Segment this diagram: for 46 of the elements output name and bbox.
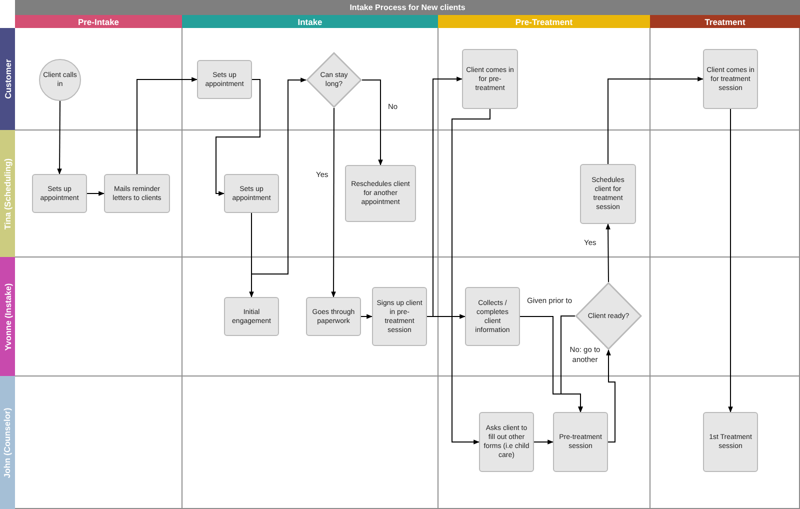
- start-circle: [39, 59, 81, 101]
- process-box: [197, 60, 252, 99]
- arrow: [362, 80, 383, 166]
- lane-title: Customer: [2, 59, 12, 99]
- process-box: [104, 174, 170, 213]
- arrow: [452, 108, 490, 444]
- arrow: [86, 191, 105, 196]
- arrow: [360, 314, 373, 319]
- lane-title: Tina (Scheduling): [2, 158, 12, 230]
- process-box: [372, 287, 427, 346]
- arrow: [728, 108, 733, 413]
- arrow: [608, 76, 704, 164]
- phase-header: Pre-Intake: [15, 15, 182, 28]
- arrow: [251, 78, 307, 274]
- arrow: [136, 77, 198, 174]
- process-box: [553, 412, 608, 472]
- process-box: [224, 297, 279, 336]
- arrow: [216, 79, 260, 196]
- decision-diamond: [306, 52, 362, 108]
- lane-title: Yvonne (Instake): [2, 282, 12, 350]
- process-box: [306, 297, 361, 336]
- arrow: [534, 440, 554, 444]
- lane-header: [0, 376, 15, 509]
- lane-header: [0, 28, 15, 130]
- process-box: [32, 174, 87, 213]
- arrow: [57, 100, 62, 175]
- arrow: [606, 223, 610, 282]
- phase-header: Intake: [182, 15, 438, 28]
- arrow: [560, 316, 583, 413]
- process-box: [224, 174, 279, 213]
- title-bar: Intake Process for New clients: [15, 0, 800, 15]
- lane-title: John (Counselor): [2, 407, 12, 478]
- process-box: [479, 412, 534, 472]
- lane-header: [0, 257, 15, 376]
- phase-header: Treatment: [650, 15, 800, 28]
- process-box: [703, 412, 758, 472]
- process-box: [465, 287, 520, 346]
- arrow: [331, 108, 336, 298]
- arrow: [606, 349, 616, 442]
- process-box: [580, 164, 636, 224]
- lane-header: [0, 130, 15, 257]
- arrow: [426, 314, 466, 319]
- process-box: [462, 49, 518, 109]
- process-box: [703, 49, 758, 109]
- phase-header: Pre-Treatment: [438, 15, 650, 28]
- process-box: [345, 165, 416, 222]
